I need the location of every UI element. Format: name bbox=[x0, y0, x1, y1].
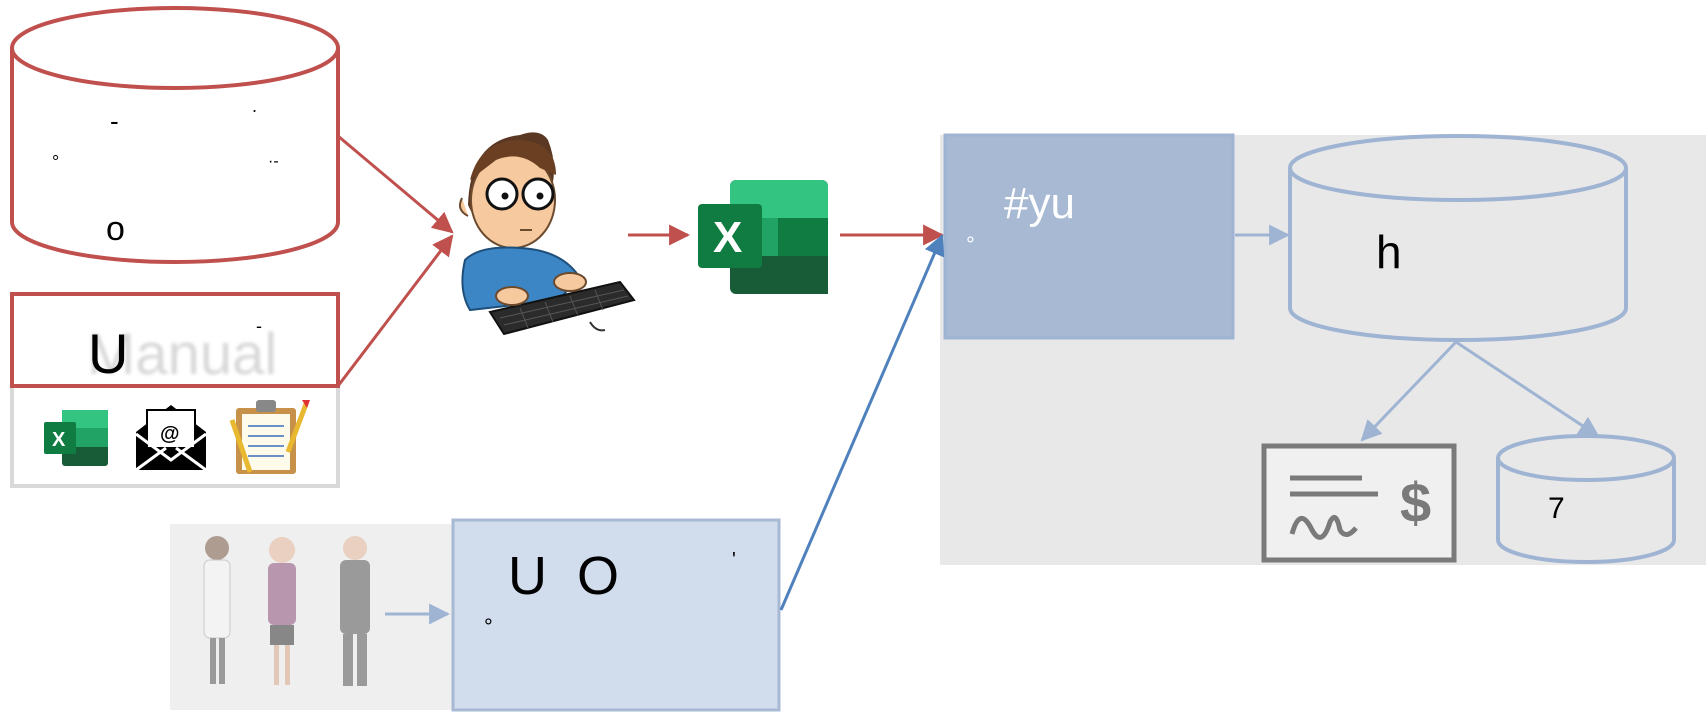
check-dollar: $ bbox=[1400, 471, 1431, 534]
check-icon: $ bbox=[1261, 443, 1457, 563]
people-entry-tick: ' bbox=[732, 549, 736, 571]
programmer-icon bbox=[459, 132, 636, 336]
manual-ghost-label: Manual bbox=[87, 322, 277, 387]
manual-box bbox=[10, 292, 340, 388]
small-db-label: 7 bbox=[1548, 492, 1565, 525]
manual-tick: - bbox=[256, 316, 262, 336]
staging-box: #yu ° bbox=[943, 133, 1235, 340]
excel-big-letter: X bbox=[713, 213, 742, 262]
people-sources: U O ° ' bbox=[170, 518, 781, 712]
people-entry-box bbox=[451, 518, 781, 712]
arrow-warehouse-to-check bbox=[1360, 340, 1458, 442]
svg-text:@: @ bbox=[160, 423, 180, 445]
warehouse-label: h bbox=[1376, 226, 1402, 278]
db-label-2: . bbox=[252, 96, 257, 116]
manual-label: U bbox=[88, 322, 128, 385]
email-icon: @ bbox=[135, 405, 207, 472]
db-label-1: - bbox=[110, 106, 119, 136]
excel-big-icon: X bbox=[698, 180, 828, 294]
db-label-3: ° bbox=[52, 152, 59, 172]
arrow-db-to-programmer bbox=[337, 134, 454, 234]
db-label-4: ·- bbox=[268, 153, 279, 170]
people-entry-sub: ° bbox=[484, 614, 493, 639]
source-database: - . ° ·- o bbox=[10, 6, 340, 264]
arrow-warehouse-to-small-db bbox=[1455, 340, 1600, 438]
excel-small-letter: X bbox=[52, 429, 66, 451]
excel-icon: X bbox=[44, 410, 108, 466]
db-label-5: o bbox=[106, 210, 125, 248]
manual-sources: Manual U - X @ bbox=[10, 292, 340, 488]
staging-label: #yu bbox=[1004, 179, 1075, 228]
clipboard-icon bbox=[229, 400, 310, 474]
warehouse-database: h bbox=[1288, 134, 1628, 342]
staging-sub: ° bbox=[966, 232, 975, 257]
small-database: 7 bbox=[1496, 434, 1676, 564]
people-entry-label: U O bbox=[508, 546, 619, 606]
arrow-manual-to-programmer bbox=[336, 234, 454, 387]
people-icon bbox=[203, 536, 370, 686]
arrow-people-to-staging bbox=[779, 234, 945, 611]
